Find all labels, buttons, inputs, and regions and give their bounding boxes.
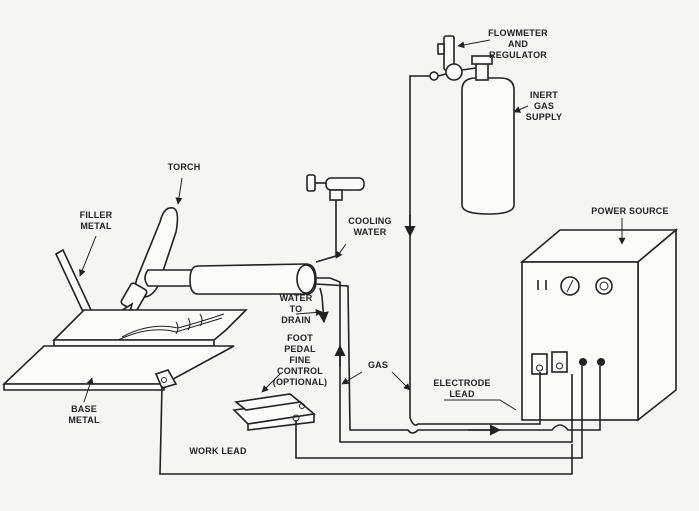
label-pointers [79, 39, 626, 411]
label-electrode-lead-line2: LEAD [449, 389, 475, 399]
cooling-water-tap [306, 174, 365, 208]
label-filler-metal-line2: METAL [80, 221, 112, 231]
label-gas-supply-line1: INERT [530, 90, 558, 100]
label-water-drain-line1: WATER [280, 293, 313, 303]
label-filler-metal-line1: FILLER [80, 210, 113, 220]
label-base-metal-line2: METAL [68, 415, 100, 425]
label-foot-pedal-line3: FINE [289, 355, 310, 365]
label-foot-pedal-line1: FOOT [287, 333, 313, 343]
label-gas-supply-line2: GAS [534, 101, 554, 111]
inert-gas-cylinder [461, 55, 515, 215]
label-flowmeter-line1: FLOWMETER [488, 28, 548, 38]
label-power-source: POWER SOURCE [591, 206, 668, 216]
power-source [519, 228, 679, 422]
label-gas-supply-line3: SUPPLY [526, 112, 562, 122]
label-flowmeter-line3: REGULATOR [489, 50, 547, 60]
label-foot-pedal-line5: (OPTIONAL) [273, 377, 328, 387]
label-gas: GAS [368, 360, 388, 370]
label-electrode-lead-line1: ELECTRODE [433, 378, 490, 388]
label-foot-pedal-line2: PEDAL [284, 344, 316, 354]
label-flowmeter-line2: AND [508, 39, 528, 49]
label-cooling-water-line2: WATER [354, 227, 387, 237]
label-water-drain-line2: TO [290, 304, 303, 314]
label-water-drain-line3: DRAIN [281, 315, 311, 325]
label-work-lead: WORK LEAD [189, 446, 247, 456]
label-foot-pedal-line4: CONTROL [277, 366, 323, 376]
foot-pedal [232, 393, 316, 431]
label-torch: TORCH [168, 162, 201, 172]
label-base-metal-line1: BASE [71, 404, 97, 414]
flowmeter-regulator [429, 35, 477, 81]
label-cooling-water-line1: COOLING [348, 216, 391, 226]
labels: FLOWMETER AND REGULATOR INERT GAS SUPPLY… [68, 28, 668, 456]
base-metal [1, 309, 248, 391]
